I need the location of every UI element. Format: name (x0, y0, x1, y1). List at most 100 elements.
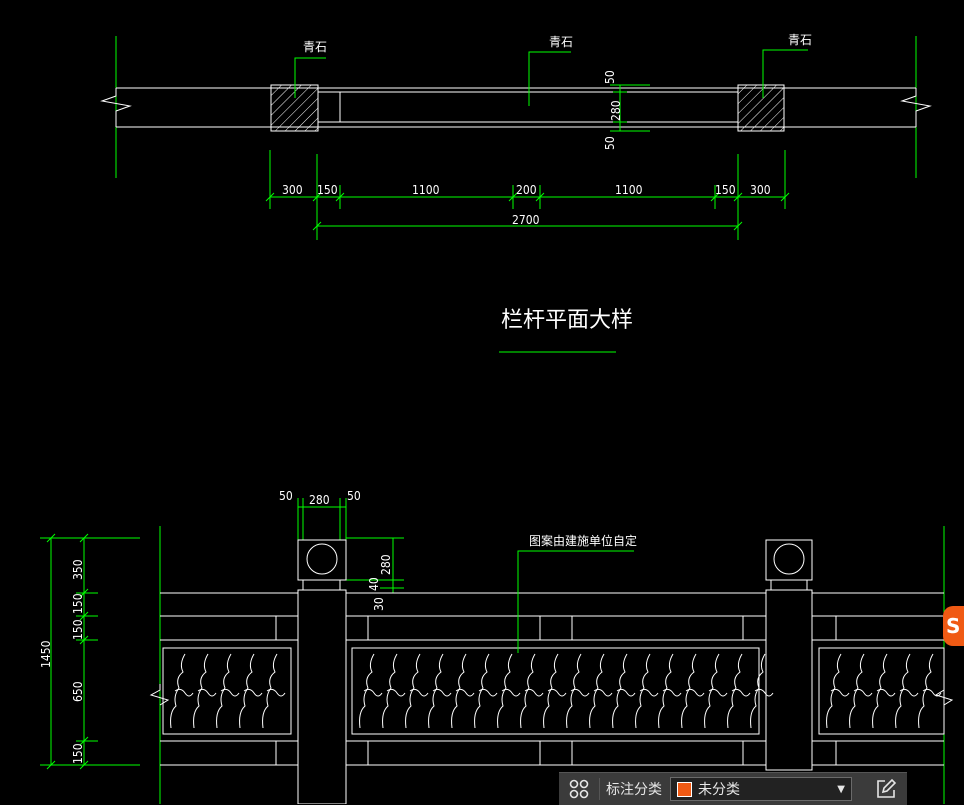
elev-break-left (149, 684, 170, 706)
carving-stroke (428, 653, 444, 729)
grid-icon[interactable] (559, 773, 599, 805)
carving-stroke (566, 653, 582, 729)
elev-post-right (765, 589, 813, 771)
plan-title: 栏杆平面大样 (501, 308, 633, 333)
carving-stroke (681, 653, 697, 729)
carving-stroke (193, 653, 209, 729)
carving-stroke (170, 653, 186, 729)
carving-stroke (474, 653, 490, 729)
carving-stroke (826, 653, 842, 729)
carved-panel-right (818, 647, 945, 735)
category-color-swatch (677, 781, 692, 797)
plan-vdim-bottom: 50 (603, 136, 617, 150)
carving-stroke (220, 688, 240, 697)
carving-stroke (174, 688, 194, 697)
elev-post-dim-280: 280 (379, 554, 393, 575)
plan-view: 青石 青石 青石 50 280 50 (100, 33, 932, 353)
elev-post-ball-right (773, 543, 805, 575)
category-select-value: 未分类 (698, 782, 740, 798)
toolbar-label: 标注分类 (606, 782, 662, 798)
carving-stroke (216, 653, 232, 729)
carving-stroke (899, 688, 919, 697)
carving-stroke (662, 688, 682, 697)
carving-stroke (520, 653, 536, 729)
elevation-view: 1450 350 150 150 650 150 50 280 50 280 4… (39, 489, 954, 804)
elev-top-dim-280: 280 (309, 493, 330, 507)
edit-icon[interactable] (865, 773, 907, 805)
toolbar-divider (599, 778, 600, 800)
carving-stroke (451, 653, 467, 729)
plan-dim-300-right: 300 (750, 183, 771, 197)
label-stone-middle: 青石 (549, 35, 573, 49)
elev-post-dim-30: 30 (372, 597, 386, 611)
carving-stroke (197, 688, 217, 697)
elev-post-dim-40: 40 (367, 577, 381, 591)
plan-vdim-top: 50 (603, 70, 617, 84)
break-symbol-left (100, 88, 132, 127)
elev-dim-150-b: 150 (71, 619, 85, 640)
plan-dim-total: 2700 (512, 213, 540, 227)
side-badge-icon[interactable]: S (943, 606, 964, 646)
elev-dim-150-a: 150 (71, 593, 85, 614)
carving-stroke (524, 688, 544, 697)
carving-stroke (731, 688, 751, 697)
carving-stroke (432, 688, 452, 697)
carving-stroke (658, 653, 674, 729)
carving-stroke (727, 653, 743, 729)
carved-panel-left (162, 647, 292, 735)
pattern-note: 图案由建施单位自定 (529, 533, 637, 548)
elev-top-dim-50-right: 50 (347, 489, 361, 503)
stone-post-right (737, 84, 785, 132)
carving-stroke (405, 653, 421, 729)
carving-stroke (639, 688, 659, 697)
carving-stroke (685, 688, 705, 697)
carving-stroke (359, 653, 375, 729)
carving-stroke (750, 653, 766, 729)
carving-stroke (849, 653, 865, 729)
plan-dim-1100-right: 1100 (615, 183, 643, 197)
carving-stroke (593, 688, 613, 697)
carving-stroke (635, 653, 651, 729)
carving-stroke (243, 688, 263, 697)
carving-stroke (922, 688, 942, 697)
carving-stroke (754, 688, 774, 697)
carving-stroke (570, 688, 590, 697)
carving-stroke (547, 688, 567, 697)
elev-post-left (297, 589, 347, 804)
elev-dim-150-c: 150 (71, 743, 85, 764)
carving-stroke (872, 653, 888, 729)
elev-dim-350: 350 (71, 559, 85, 580)
carving-stroke (708, 688, 728, 697)
plan-dim-150-left: 150 (317, 183, 338, 197)
carving-stroke (853, 688, 873, 697)
carving-stroke (239, 653, 255, 729)
plan-dim-300-left: 300 (282, 183, 303, 197)
carving-stroke (478, 688, 498, 697)
carving-stroke (589, 653, 605, 729)
chevron-down-icon: ▼ (837, 783, 845, 795)
label-stone-left: 青石 (303, 40, 327, 54)
annotation-toolbar: 标注分类 未分类 ▼ (559, 772, 907, 805)
elev-post-ball-left (306, 543, 338, 575)
category-select[interactable]: 未分类 ▼ (670, 777, 852, 801)
carving-stroke (612, 653, 628, 729)
elev-total-height: 1450 (39, 640, 53, 668)
carving-stroke (704, 653, 720, 729)
label-stone-right: 青石 (788, 33, 812, 47)
carving-stroke (876, 688, 896, 697)
carving-stroke (409, 688, 429, 697)
carving-stroke (895, 653, 911, 729)
elev-dim-650: 650 (71, 681, 85, 702)
carving-stroke (386, 688, 406, 697)
carving-stroke (262, 653, 278, 729)
carving-stroke (382, 653, 398, 729)
carving-stroke (543, 653, 559, 729)
carved-panels (162, 647, 945, 735)
carving-stroke (266, 688, 286, 697)
carving-stroke (616, 688, 636, 697)
carving-stroke (455, 688, 475, 697)
carving-stroke (501, 688, 521, 697)
plan-vdim-mid: 280 (609, 100, 623, 121)
carving-stroke (918, 653, 934, 729)
